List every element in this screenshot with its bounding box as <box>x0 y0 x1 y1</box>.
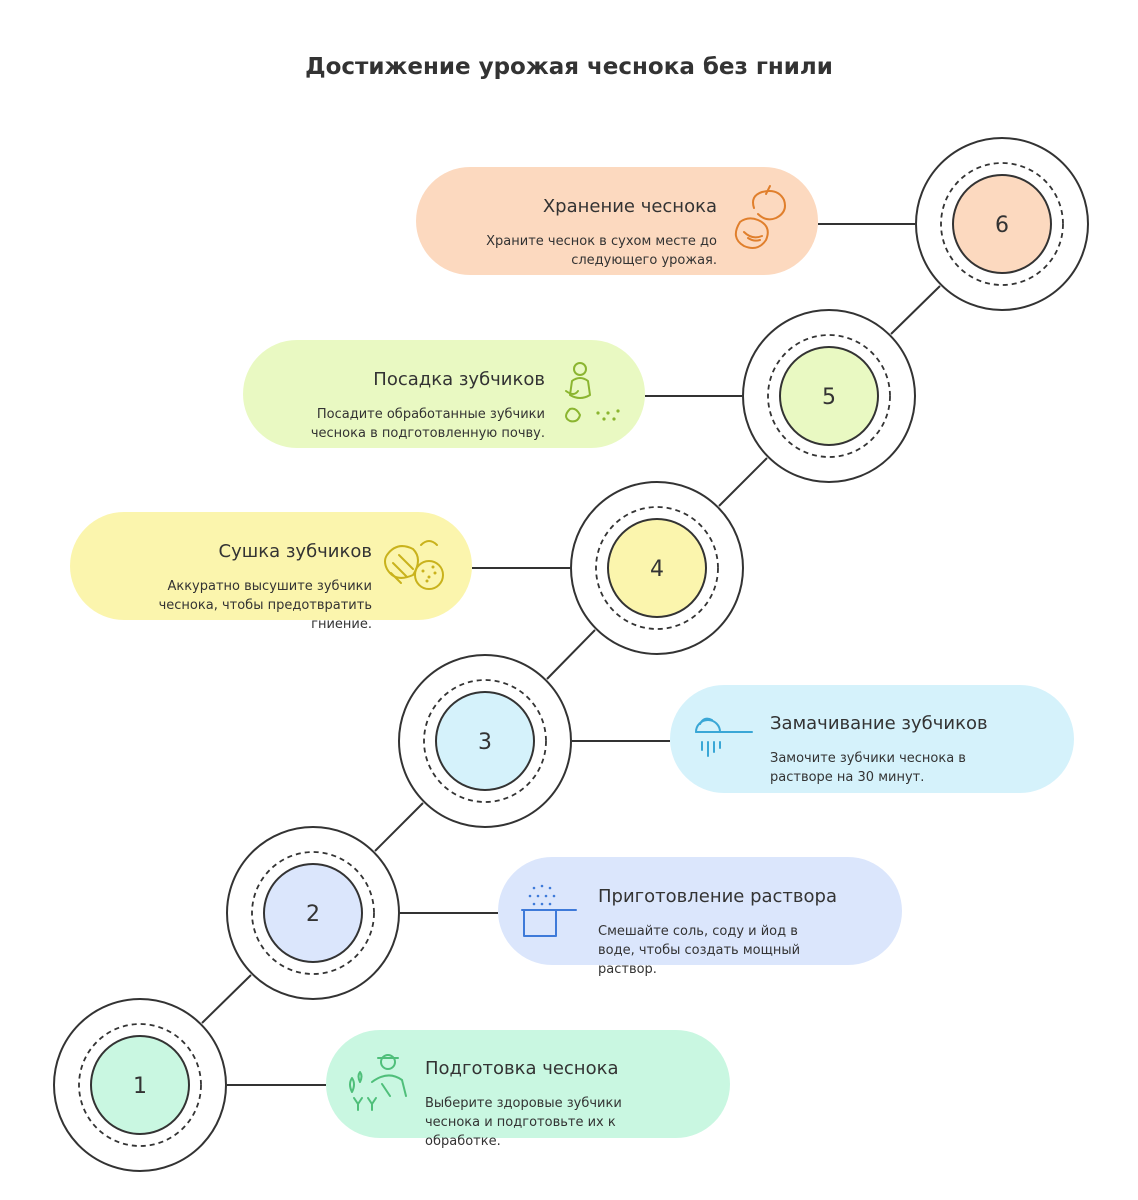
step-number: 3 <box>478 730 492 755</box>
step-description-line: Аккуратно высушите зубчики <box>167 579 372 594</box>
step-description-line: Выберите здоровые зубчики <box>425 1096 622 1111</box>
dashed-ring <box>940 162 1064 286</box>
step-description-line: раствор. <box>598 962 657 977</box>
connector-5-6 <box>890 285 941 335</box>
inner-circle <box>435 691 535 791</box>
step-description-line: растворе на 30 минут. <box>770 770 924 785</box>
step-title: Приготовление раствора <box>598 886 837 907</box>
connector-3-4 <box>546 629 596 680</box>
dashed-ring <box>595 506 719 630</box>
step-circle-6: 6 <box>915 137 1089 311</box>
connector-2-3 <box>374 802 424 852</box>
card-background <box>326 1030 730 1138</box>
step-description-line: Смешайте соль, соду и йод в <box>598 924 798 939</box>
card-background <box>70 512 472 620</box>
connector-4-5 <box>718 457 768 507</box>
step-title: Подготовка чеснока <box>425 1058 618 1079</box>
step-title: Хранение чеснока <box>543 196 717 217</box>
step-circle-5: 5 <box>742 309 916 483</box>
connectors <box>201 223 941 1086</box>
dashed-ring <box>78 1023 202 1147</box>
dashed-ring <box>767 334 891 458</box>
step-description-line: чеснока и подготовьте их к <box>425 1115 616 1130</box>
dashed-ring <box>251 851 375 975</box>
inner-circle <box>779 346 879 446</box>
card-background <box>243 340 645 448</box>
dashed-ring <box>423 679 547 803</box>
step-description-line: гниение. <box>311 617 372 632</box>
inner-circle <box>952 174 1052 274</box>
inner-circle <box>607 518 707 618</box>
inner-circle <box>263 863 363 963</box>
step-description-line: следующего урожая. <box>571 253 717 268</box>
farmer-icon <box>349 1054 407 1111</box>
planting-icon <box>565 362 620 423</box>
step-description-line: Замочите зубчики чеснока в <box>770 751 966 766</box>
step-circle-1: 1 <box>53 998 227 1172</box>
inner-circle <box>90 1035 190 1135</box>
step-description-line: Храните чеснок в сухом месте до <box>486 234 717 249</box>
card-background <box>498 857 902 965</box>
step-number: 5 <box>822 385 836 410</box>
circles: 1 2 3 4 5 6 <box>53 137 1089 1172</box>
step-title: Замачивание зубчиков <box>770 713 988 734</box>
step-description-line: чеснока, чтобы предотвратить <box>159 598 372 613</box>
step-circle-2: 2 <box>226 826 400 1000</box>
soak-icon <box>695 717 753 757</box>
step-number: 6 <box>995 213 1009 238</box>
step-number: 1 <box>133 1074 147 1099</box>
step-number: 2 <box>306 902 320 927</box>
step-description-line: воде, чтобы создать мощный <box>598 943 800 958</box>
card-background <box>416 167 818 275</box>
step-description-line: чеснока в подготовленную почву. <box>311 426 545 441</box>
step-circle-4: 4 <box>570 481 744 655</box>
step-circle-3: 3 <box>398 654 572 828</box>
step-title: Сушка зубчиков <box>219 541 372 562</box>
diagram-title: Достижение урожая чеснока без гнили <box>305 54 833 80</box>
step-description-line: обработке. <box>425 1134 501 1149</box>
step-description-line: Посадите обработанные зубчики <box>317 407 545 422</box>
garlic-icon <box>734 185 786 249</box>
connector-1-2 <box>201 974 252 1024</box>
step-title: Посадка зубчиков <box>373 369 545 390</box>
card-background <box>670 685 1074 793</box>
step-number: 4 <box>650 557 664 582</box>
drying-icon <box>384 540 444 590</box>
pot-icon <box>521 884 577 937</box>
